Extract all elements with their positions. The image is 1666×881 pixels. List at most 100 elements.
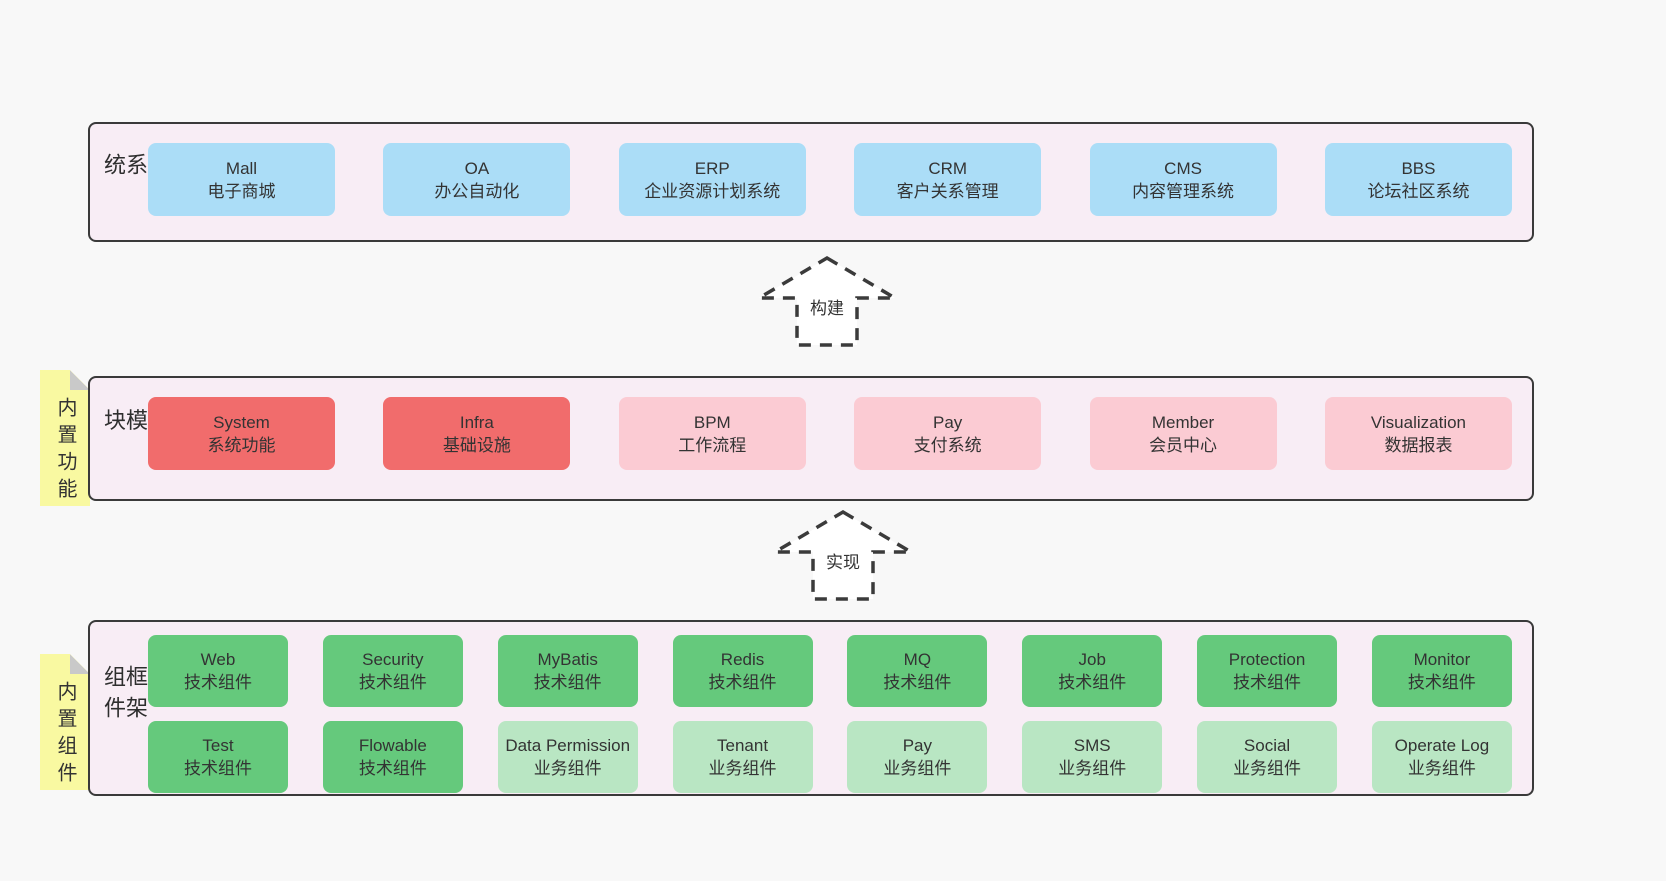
band-label-framework-components: 框架组件 — [101, 665, 148, 727]
framework-row-1: Web 技术组件 Security 技术组件 MyBatis 技术组件 Redi… — [148, 635, 1512, 707]
box-mall: Mall 电子商城 — [148, 143, 335, 216]
box-subtitle: 内容管理系统 — [1132, 181, 1235, 201]
box-subtitle: 论坛社区系统 — [1367, 181, 1470, 201]
box-title: CRM — [928, 158, 968, 178]
box-title: Member — [1151, 412, 1215, 432]
box-title: MQ — [903, 650, 932, 669]
box-title: Test — [202, 736, 234, 755]
box-subtitle: 基础设施 — [442, 435, 511, 455]
box-test: Test 技术组件 — [148, 721, 288, 793]
box-subtitle: 工作流程 — [678, 435, 747, 455]
common-modules-row: System 系统功能 Infra 基础设施 BPM 工作流程 Pay 支付系统… — [148, 397, 1512, 470]
box-tenant: Tenant 业务组件 — [672, 721, 813, 793]
box-subtitle: 技术组件 — [184, 759, 252, 778]
box-subtitle: 技术组件 — [358, 673, 427, 692]
box-title: SMS — [1073, 736, 1111, 755]
box-protection: Protection 技术组件 — [1197, 635, 1338, 707]
box-security: Security 技术组件 — [322, 635, 463, 707]
box-erp: ERP 企业资源计划系统 — [618, 143, 806, 216]
box-subtitle: 系统功能 — [207, 435, 276, 455]
box-job: Job 技术组件 — [1022, 635, 1163, 707]
box-title: Mall — [225, 158, 258, 178]
box-sms: SMS 业务组件 — [1022, 721, 1163, 793]
box-oa: OA 办公自动化 — [383, 143, 571, 216]
box-mybatis: MyBatis 技术组件 — [497, 635, 638, 707]
box-visualization: Visualization 数据报表 — [1324, 397, 1512, 470]
box-social: Social 业务组件 — [1197, 721, 1338, 793]
box-flowable: Flowable 技术组件 — [322, 721, 463, 793]
box-subtitle: 技术组件 — [533, 673, 602, 692]
box-monitor: Monitor 技术组件 — [1371, 635, 1512, 707]
box-subtitle: 技术组件 — [708, 673, 777, 692]
box-subtitle: 技术组件 — [358, 759, 427, 778]
box-title: Visualization — [1370, 412, 1467, 432]
box-subtitle: 业务组件 — [883, 759, 952, 778]
box-title: MyBatis — [537, 650, 598, 669]
box-redis: Redis 技术组件 — [672, 635, 813, 707]
box-title: BPM — [693, 412, 731, 432]
box-subtitle: 电子商城 — [207, 181, 276, 201]
box-title: ERP — [694, 158, 730, 178]
implement-arrow-label: 实现 — [823, 548, 863, 573]
box-title: BBS — [1401, 158, 1436, 178]
sticky-note-label: 内置功能 — [54, 397, 76, 505]
box-subtitle: 企业资源计划系统 — [644, 181, 781, 201]
box-title: Operate Log — [1394, 736, 1490, 755]
box-pay-module: Pay 支付系统 — [854, 397, 1042, 470]
box-crm: CRM 客户关系管理 — [854, 143, 1042, 216]
box-member: Member 会员中心 — [1089, 397, 1277, 470]
box-subtitle: 技术组件 — [184, 673, 252, 692]
box-subtitle: 业务组件 — [1233, 759, 1302, 778]
box-subtitle: 技术组件 — [1058, 673, 1127, 692]
box-subtitle: 技术组件 — [883, 673, 952, 692]
box-title: Data Permission — [505, 736, 631, 755]
box-subtitle: 支付系统 — [913, 435, 982, 455]
box-title: Redis — [720, 650, 765, 669]
box-title: Protection — [1228, 650, 1306, 669]
box-subtitle: 业务组件 — [1058, 759, 1127, 778]
framework-components-band: 框架组件 Web 技术组件 Security 技术组件 MyBatis 技术组件… — [88, 620, 1534, 796]
box-title: Monitor — [1413, 650, 1471, 669]
sticky-note-built-in-features: 内置功能 — [40, 370, 90, 506]
business-systems-band: 业务系统 Mall 电子商城 OA 办公自动化 ERP 企业资源计划系统 CRM… — [88, 122, 1534, 242]
box-title: Tenant — [717, 736, 769, 755]
box-infra: Infra 基础设施 — [383, 397, 571, 470]
box-subtitle: 技术组件 — [1233, 673, 1302, 692]
box-cms: CMS 内容管理系统 — [1089, 143, 1277, 216]
box-web: Web 技术组件 — [148, 635, 288, 707]
box-bpm: BPM 工作流程 — [618, 397, 806, 470]
box-title: Flowable — [358, 736, 427, 755]
box-title: CMS — [1164, 158, 1202, 178]
box-subtitle: 办公自动化 — [434, 181, 520, 201]
box-subtitle: 业务组件 — [708, 759, 777, 778]
business-systems-row: Mall 电子商城 OA 办公自动化 ERP 企业资源计划系统 CRM 客户关系… — [148, 143, 1512, 216]
box-title: Social — [1243, 736, 1291, 755]
box-title: OA — [464, 158, 490, 178]
implement-arrow: 实现 — [771, 508, 915, 602]
box-subtitle: 会员中心 — [1149, 435, 1218, 455]
box-data-permission: Data Permission 业务组件 — [497, 721, 638, 793]
box-title: Pay — [902, 736, 933, 755]
common-modules-band: 通用模块 System 系统功能 Infra 基础设施 BPM 工作流程 Pay… — [88, 376, 1534, 501]
box-title: Web — [200, 650, 236, 669]
build-arrow: 构建 — [755, 254, 899, 348]
box-operate-log: Operate Log 业务组件 — [1371, 721, 1512, 793]
box-subtitle: 业务组件 — [1407, 759, 1476, 778]
framework-row-2: Test 技术组件 Flowable 技术组件 Data Permission … — [148, 721, 1512, 793]
sticky-note-built-in-components: 内置组件 — [40, 654, 90, 790]
box-title: System — [213, 412, 270, 432]
box-subtitle: 客户关系管理 — [896, 181, 999, 201]
box-subtitle: 业务组件 — [533, 759, 602, 778]
box-title: Security — [362, 650, 424, 669]
build-arrow-label: 构建 — [807, 294, 847, 319]
box-subtitle: 数据报表 — [1384, 435, 1453, 455]
box-subtitle: 技术组件 — [1407, 673, 1476, 692]
box-title: Infra — [459, 412, 494, 432]
box-system: System 系统功能 — [148, 397, 335, 470]
box-pay-component: Pay 业务组件 — [847, 721, 988, 793]
box-title: Job — [1078, 650, 1106, 669]
box-bbs: BBS 论坛社区系统 — [1324, 143, 1512, 216]
box-mq: MQ 技术组件 — [847, 635, 988, 707]
box-title: Pay — [933, 412, 963, 432]
